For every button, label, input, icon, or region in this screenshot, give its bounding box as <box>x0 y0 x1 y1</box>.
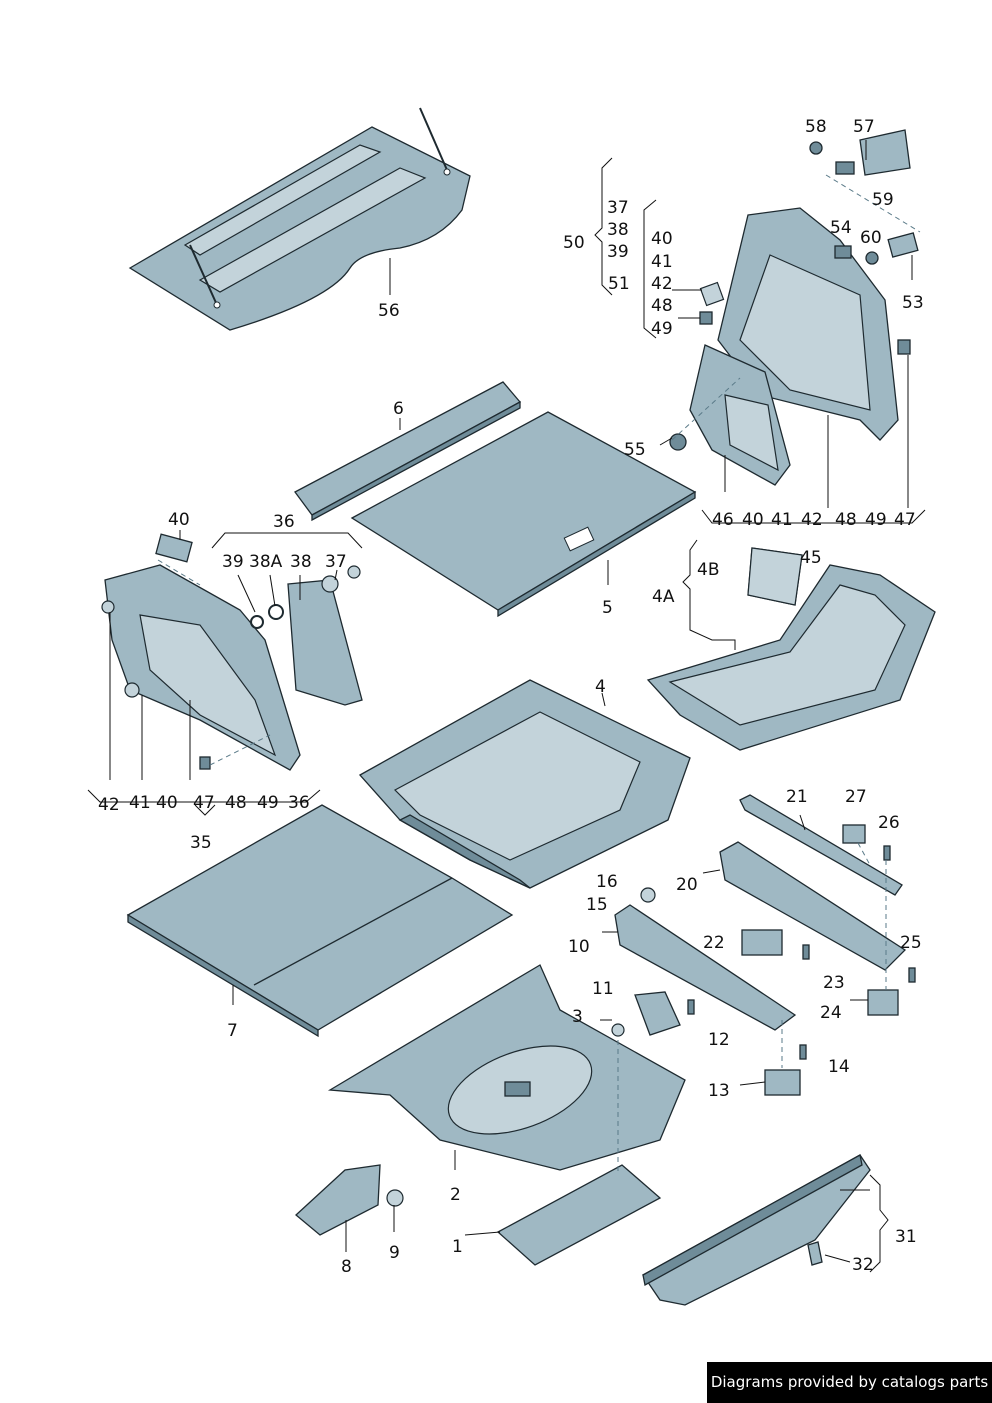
callout-42-bottom-right: 42 <box>801 510 823 530</box>
callout-16: 16 <box>596 872 618 892</box>
callout-59: 59 <box>872 190 894 210</box>
callout-39-left: 39 <box>222 552 244 572</box>
callout-60: 60 <box>860 228 882 248</box>
callout-35: 35 <box>190 833 212 853</box>
callout-40-bottom-left: 40 <box>156 793 178 813</box>
block-13 <box>764 1069 801 1096</box>
cover-plate-1 <box>496 1164 662 1266</box>
callout-53: 53 <box>902 293 924 313</box>
callout-49-right-top: 49 <box>651 319 673 339</box>
callout-21: 21 <box>786 787 808 807</box>
left-side-trim <box>104 564 363 771</box>
callout-20: 20 <box>676 875 698 895</box>
sill-panel-31 <box>642 1154 871 1306</box>
callout-54: 54 <box>830 218 852 238</box>
rail-bracket-10 <box>614 904 797 1031</box>
callout-39-right: 39 <box>607 242 629 262</box>
callout-27: 27 <box>845 787 867 807</box>
callout-4a: 4A <box>652 587 675 607</box>
cross-member-6 <box>294 381 522 522</box>
callout-38a: 38A <box>249 552 283 572</box>
callout-31: 31 <box>895 1227 917 1247</box>
floor-panel-5 <box>350 411 697 618</box>
callout-4b: 4B <box>697 560 719 580</box>
callout-41-bottom-left: 41 <box>129 793 151 813</box>
floor-mat-7 <box>126 804 514 1038</box>
luggage-tray-4 <box>358 679 691 889</box>
callout-36-bottom-left: 36 <box>288 793 310 813</box>
callout-23: 23 <box>823 973 845 993</box>
callout-41-right-top: 41 <box>651 252 673 272</box>
callout-47-bottom-left: 47 <box>193 793 215 813</box>
callout-55: 55 <box>624 440 646 460</box>
callout-2: 2 <box>450 1185 461 1205</box>
callout-32: 32 <box>852 1255 874 1275</box>
rail-bracket-20 <box>719 841 907 971</box>
callout-8: 8 <box>341 1257 352 1277</box>
trim-strip-21 <box>739 794 903 896</box>
callout-10: 10 <box>568 937 590 957</box>
assembly-lines <box>157 174 921 1175</box>
callout-3: 3 <box>572 1007 583 1027</box>
callout-25: 25 <box>900 933 922 953</box>
callout-49-bottom-left: 49 <box>257 793 279 813</box>
clip-27 <box>842 824 866 844</box>
callout-58: 58 <box>805 117 827 137</box>
callout-42-right-top: 42 <box>651 274 673 294</box>
callout-37-right: 37 <box>607 198 629 218</box>
callout-48-right-top: 48 <box>651 296 673 316</box>
leader-lines <box>109 140 913 1263</box>
block-11 <box>634 991 681 1036</box>
callout-labels: 1 2 3 4 4A 4B 5 6 7 8 9 10 11 12 13 14 1… <box>98 117 924 1277</box>
block-24 <box>867 989 899 1016</box>
callout-26: 26 <box>878 813 900 833</box>
callout-36-top: 36 <box>273 512 295 532</box>
right-side-trim <box>689 207 899 486</box>
callout-38-left: 38 <box>290 552 312 572</box>
callout-13: 13 <box>708 1081 730 1101</box>
fasteners <box>101 129 919 1266</box>
block-22 <box>741 929 783 956</box>
callout-4: 4 <box>595 677 606 697</box>
callout-14: 14 <box>828 1057 850 1077</box>
callout-1: 1 <box>452 1237 463 1257</box>
callout-48-bottom-left: 48 <box>225 793 247 813</box>
callout-7: 7 <box>227 1021 238 1041</box>
callout-24: 24 <box>820 1003 842 1023</box>
callout-45: 45 <box>800 548 822 568</box>
callout-56: 56 <box>378 301 400 321</box>
callout-49-bottom-right: 49 <box>865 510 887 530</box>
callout-38-right: 38 <box>607 220 629 240</box>
callout-15: 15 <box>586 895 608 915</box>
floor-pan-2 <box>327 964 686 1171</box>
callout-47-bottom-right: 47 <box>894 510 916 530</box>
callout-40-left-top: 40 <box>168 510 190 530</box>
callout-5: 5 <box>602 598 613 618</box>
grouping-brackets <box>87 157 926 1273</box>
callout-50: 50 <box>563 233 585 253</box>
callout-57: 57 <box>853 117 875 137</box>
callout-12: 12 <box>708 1030 730 1050</box>
credit-banner: Diagrams provided by catalogs parts <box>707 1362 992 1403</box>
callout-22: 22 <box>703 933 725 953</box>
callout-11: 11 <box>592 979 614 999</box>
callout-6: 6 <box>393 399 404 419</box>
callout-42-bottom-left: 42 <box>98 795 120 815</box>
callout-40-bottom-right: 40 <box>742 510 764 530</box>
bracket-8 <box>295 1164 404 1236</box>
callout-41-bottom-right: 41 <box>771 510 793 530</box>
callout-9: 9 <box>389 1243 400 1263</box>
callout-46: 46 <box>712 510 734 530</box>
parcel-shelf-56 <box>128 107 471 331</box>
callout-48-bottom-right: 48 <box>835 510 857 530</box>
callout-37-left: 37 <box>325 552 347 572</box>
callout-51: 51 <box>608 274 630 294</box>
callout-40-right-top: 40 <box>651 229 673 249</box>
